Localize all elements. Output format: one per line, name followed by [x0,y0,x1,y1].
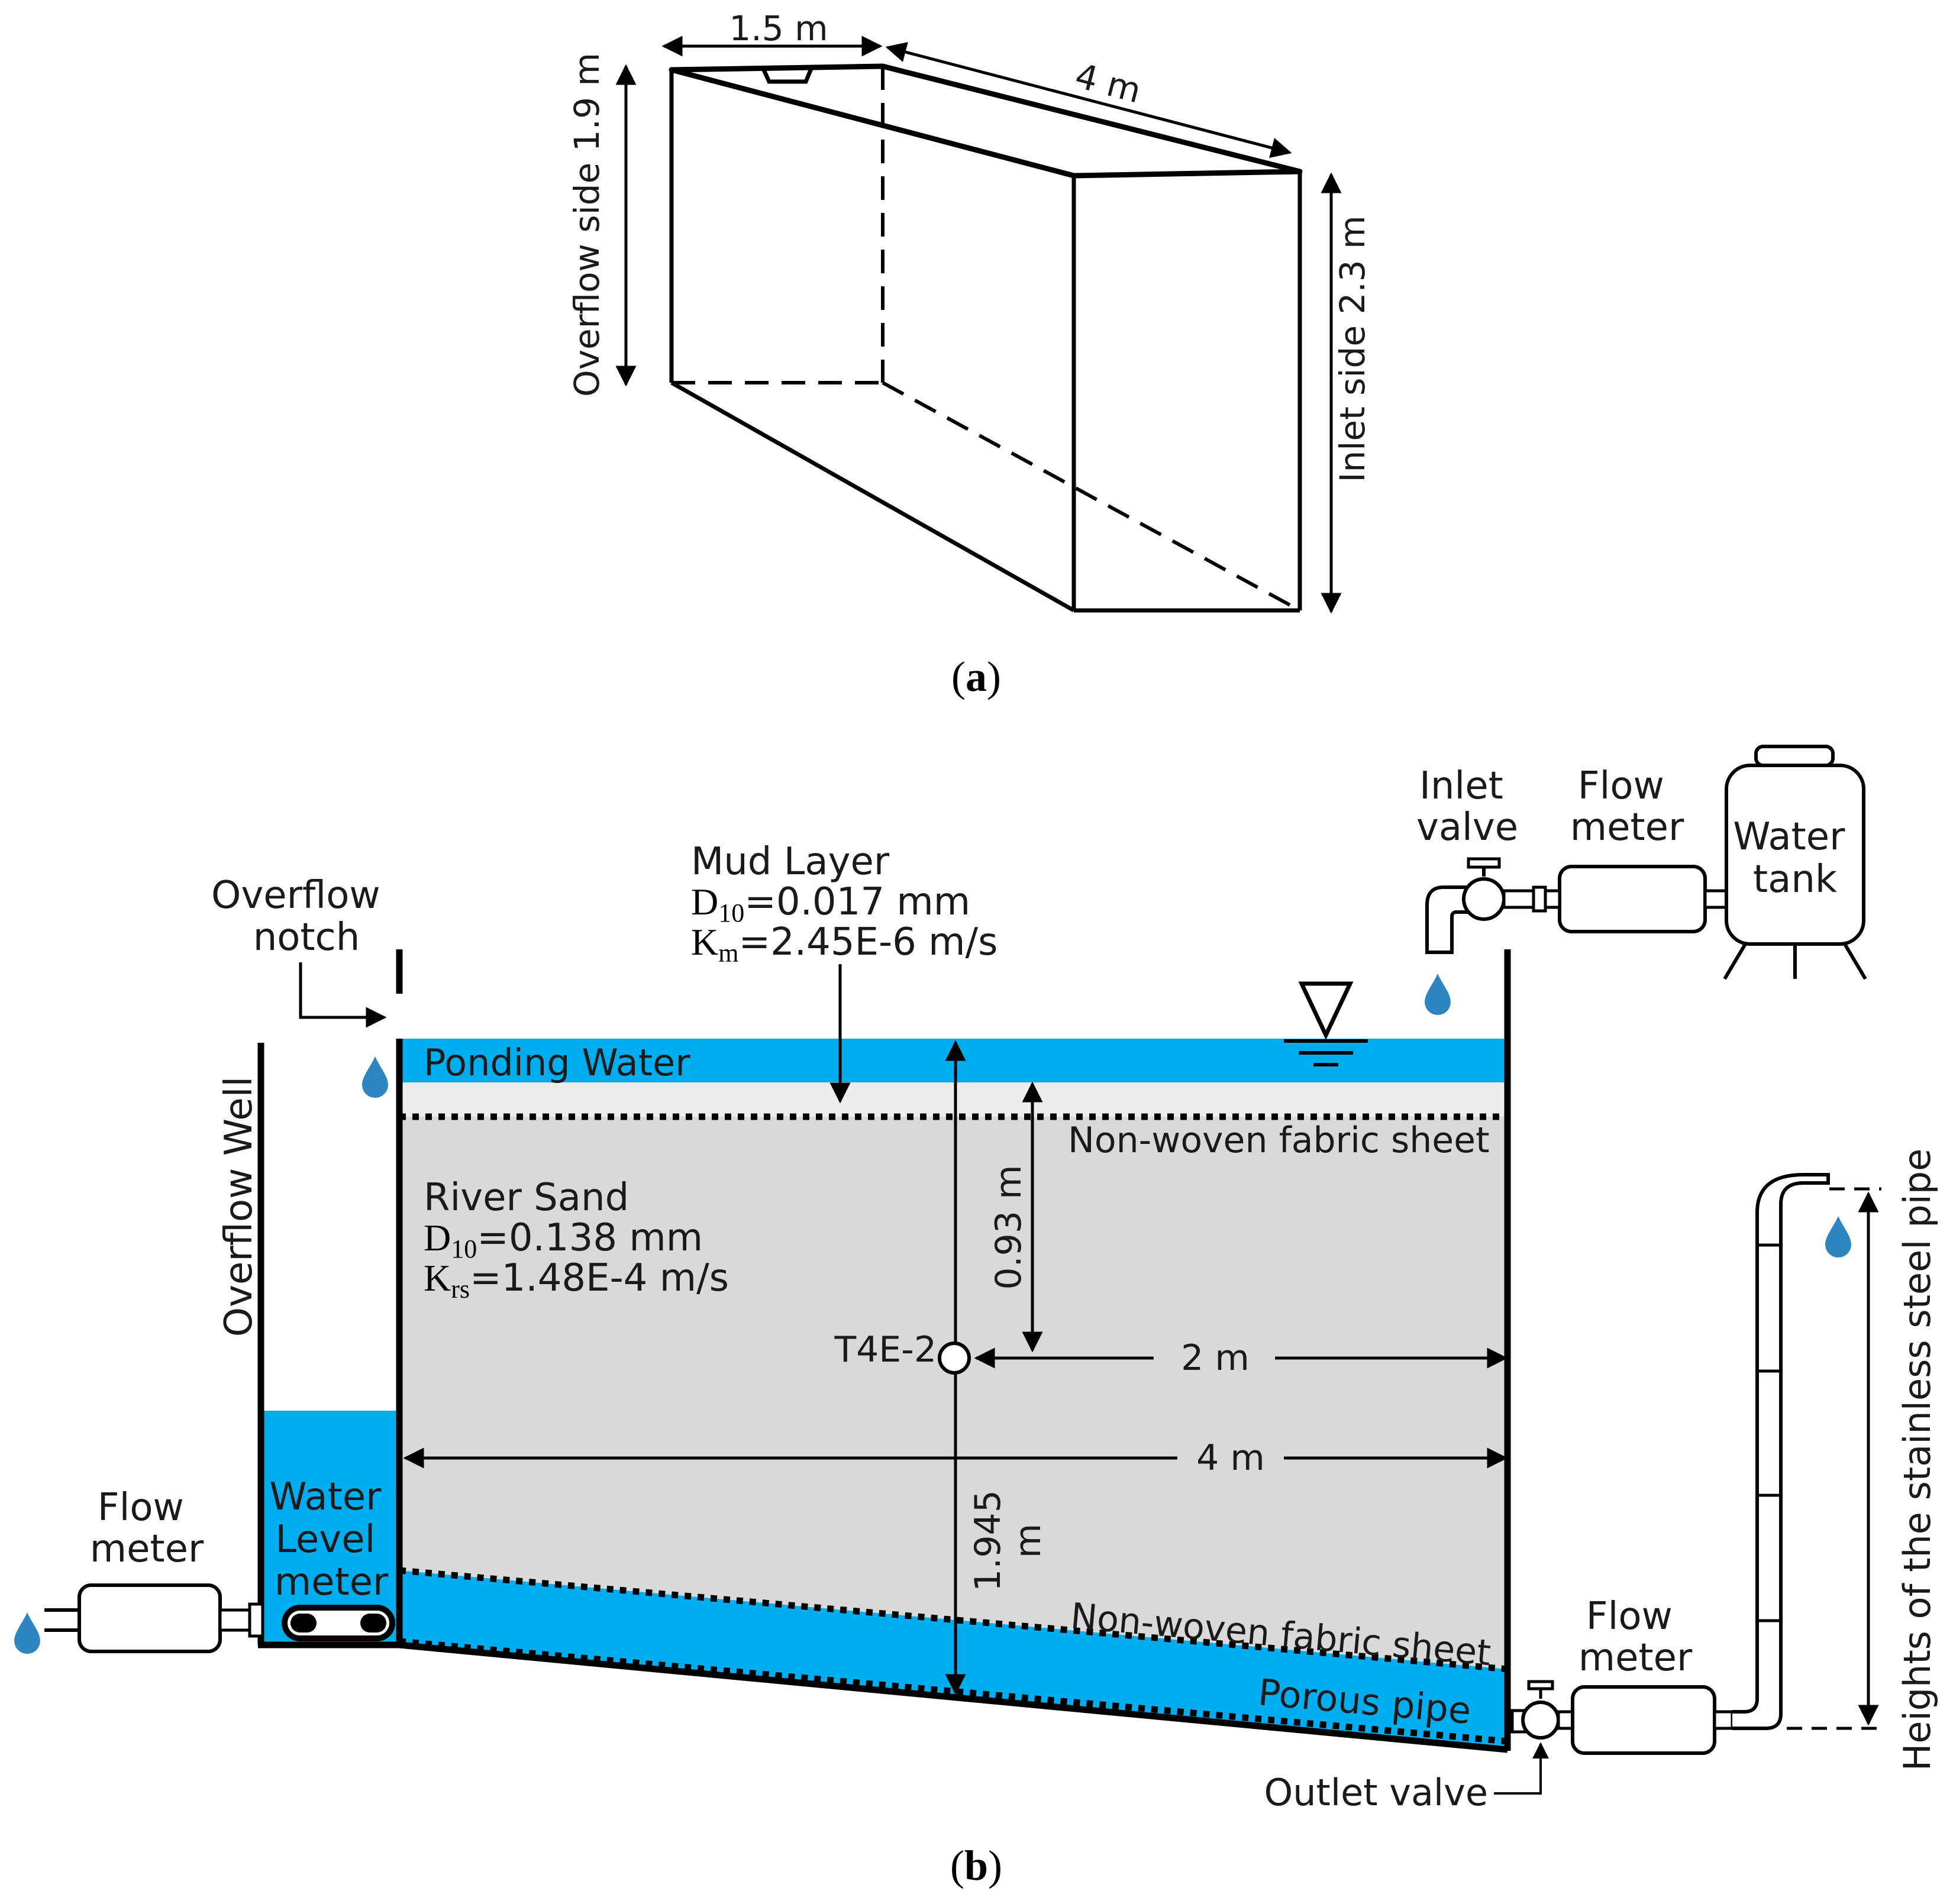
river-sand-label: River Sand D10=0.138 mm Krs=1.48E-4 m/s [424,1176,729,1304]
svg-text:Km=2.45E-6 m/s: Km=2.45E-6 m/s [691,920,998,968]
inlet-valve-icon [1462,877,1506,921]
panel-a-box-diagram: 1.5 m 4 m Overflow side 1.9 m Inlet side… [567,8,1373,700]
porous-pipe-bottom-dots [399,1638,1508,1745]
svg-text:D10=0.017 mm: D10=0.017 mm [691,880,970,927]
svg-text:Mud Layer: Mud Layer [691,840,890,884]
droplet-icon [14,1612,40,1654]
svg-text:m: m [1008,1524,1049,1558]
water-tank-label: Water tank [1733,815,1857,901]
dist-4m-label: 4 m [1196,1437,1265,1479]
outlet-system [1494,1173,1881,1795]
width-label: 1.5 m [729,8,828,49]
overflow-notch-label: Overflow notch [211,874,392,959]
overflow-side-label: Overflow side 1.9 m [567,53,607,397]
outlet-flow-meter-body [1571,1685,1716,1755]
ponding-water-label: Ponding Water [424,1041,690,1084]
pipe-heights-label: Heights of the stainless steel pipe [1896,1149,1939,1772]
left-flow-meter-label: Flow meter [90,1486,204,1571]
sensor-label: T4E-2 [834,1329,937,1370]
height-1945-label: 1.945 m [967,1490,1049,1592]
panel-b-caption: (b) [950,1842,1002,1889]
outlet-valve-label: Outlet valve [1264,1771,1488,1814]
mud-layer [399,1082,1507,1117]
stainless-steel-pipe [1732,1173,1830,1730]
panel-a-caption: (a) [951,653,1001,700]
svg-text:1.945: 1.945 [967,1490,1009,1592]
fabric-sheet-bottom [399,1567,1508,1673]
tank-bottom [399,1641,1508,1753]
water-level-meter-label: Water Level meter [269,1475,393,1604]
svg-text:Krs=1.48E-4 m/s: Krs=1.48E-4 m/s [424,1256,729,1304]
left-flow-meter [44,1583,264,1653]
overflow-well-label: Overflow Well [217,1077,261,1337]
length-dimension-arrow [885,42,1292,158]
inlet-side-label: Inlet side 2.3 m [1332,215,1373,482]
svg-text:River Sand: River Sand [424,1176,629,1220]
mud-layer-label: Mud Layer D10=0.017 mm Km=2.45E-6 m/s [691,840,998,968]
left-flow-meter-body [78,1583,222,1653]
outlet-valve-icon [1521,1701,1560,1740]
sensor-t4e-2 [938,1341,971,1375]
depth-093-label: 0.93 m [988,1165,1029,1289]
length-label: 4 m [1071,56,1145,111]
droplet-icon [1425,974,1451,1015]
svg-text:D10=0.138 mm: D10=0.138 mm [424,1216,703,1263]
inlet-flow-meter-label: Flow meter [1570,764,1684,849]
droplet-icon [362,1056,388,1098]
inlet-flow-meter-body [1558,865,1707,933]
fabric-top-label: Non-woven fabric sheet [1068,1120,1490,1161]
overflow-notch-arrow [299,962,387,1028]
inlet-system [1425,745,1867,980]
inlet-valve-label: Inlet valve [1416,764,1518,849]
outlet-flow-meter-label: Flow meter [1578,1595,1693,1680]
dist-2m-label: 2 m [1181,1337,1250,1379]
droplet-icon [1825,1216,1851,1258]
water-surface-symbol [1284,981,1368,1066]
panel-b-setup-diagram: Overflow notch Overflow Well Mud Layer D… [14,745,1939,1889]
